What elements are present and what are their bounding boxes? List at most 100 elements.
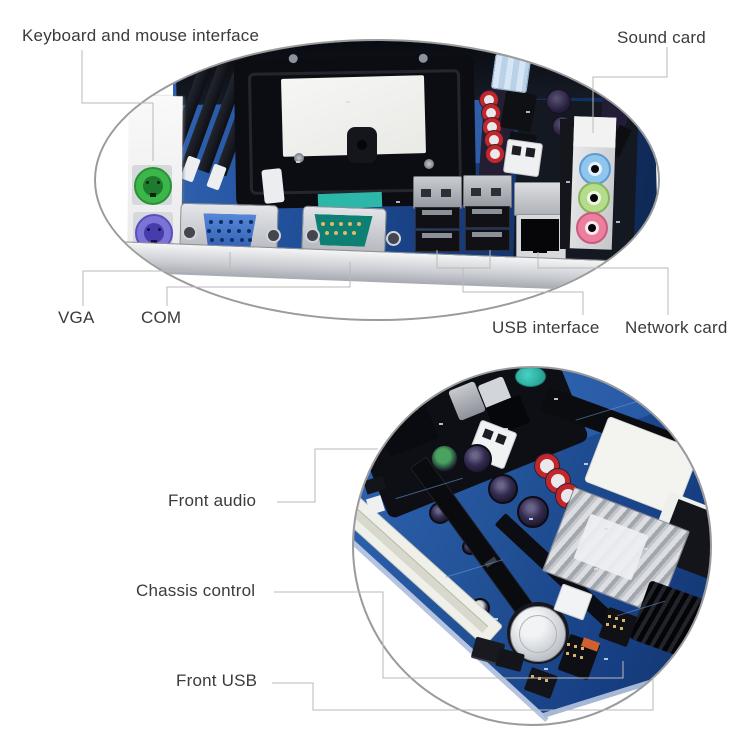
vga-pin-hole xyxy=(240,238,244,242)
silkscreen-speck xyxy=(529,518,533,520)
header-pin xyxy=(608,615,611,618)
ethernet-opening xyxy=(521,219,559,251)
usb-tongue xyxy=(422,210,452,215)
capacitor xyxy=(462,444,492,474)
silkscreen-speck xyxy=(584,463,588,465)
vga-pin-hole xyxy=(237,229,241,233)
com-screw xyxy=(305,228,320,243)
ethernet-port-top xyxy=(514,182,568,216)
audio-line-out-jack xyxy=(578,182,610,214)
connector-hole xyxy=(525,147,536,158)
capacitor xyxy=(517,496,549,528)
knob-hole xyxy=(357,140,367,150)
usb-tongue xyxy=(422,233,452,238)
header-pin xyxy=(606,623,609,626)
ethernet-clip-slot xyxy=(533,247,547,253)
com-pin xyxy=(334,231,338,235)
screw xyxy=(418,53,428,63)
header-pin xyxy=(622,619,625,622)
com-pin xyxy=(325,231,329,235)
silkscreen-speck xyxy=(604,658,608,660)
mosfet xyxy=(499,89,538,133)
socket-lever-knob xyxy=(347,127,377,163)
capacitor xyxy=(488,474,518,504)
label-front-audio: Front audio xyxy=(168,491,257,510)
capacitor-green-top xyxy=(431,445,458,472)
vga-pin-hole xyxy=(227,229,231,233)
label-keyboard-mouse: Keyboard and mouse interface xyxy=(22,26,260,45)
label-com: COM xyxy=(141,308,182,327)
vga-pin-hole xyxy=(207,229,211,233)
com-pin xyxy=(321,222,325,226)
screw xyxy=(294,153,304,163)
vga-pin-hole xyxy=(217,229,221,233)
header-pin xyxy=(566,652,569,655)
ethernet-port xyxy=(516,214,566,260)
white-latch xyxy=(261,168,285,204)
label-network-card: Network card xyxy=(625,318,728,337)
capacitor-teal xyxy=(515,368,546,387)
usb-tongue xyxy=(472,209,502,214)
silkscreen-speck xyxy=(346,101,350,103)
header-pin xyxy=(613,625,616,628)
connector-hole xyxy=(495,433,507,445)
silkscreen-speck xyxy=(439,423,443,425)
header-pin xyxy=(538,677,541,680)
header-pin xyxy=(580,656,583,659)
vga-pin-hole xyxy=(249,220,253,224)
vga-pin-hole xyxy=(219,220,223,224)
audio-line-in-jack xyxy=(579,153,611,185)
vga-screw xyxy=(182,225,197,240)
audio-block-top xyxy=(573,116,617,148)
usb-port xyxy=(465,206,510,228)
silkscreen-speck xyxy=(494,618,498,620)
silkscreen-speck xyxy=(644,548,648,550)
vga-pin-hole xyxy=(209,220,213,224)
screw xyxy=(424,159,434,169)
usb-port xyxy=(415,207,460,229)
vga-pin-hole xyxy=(220,238,224,242)
vga-pin-hole xyxy=(229,220,233,224)
usb-port xyxy=(465,229,510,251)
vga-pin-hole xyxy=(247,229,251,233)
header-pin xyxy=(615,617,618,620)
connector-hole xyxy=(511,145,522,156)
com-pin xyxy=(348,222,352,226)
header-pin xyxy=(567,643,570,646)
com-screw xyxy=(386,231,401,246)
vga-pin-hole xyxy=(210,238,214,242)
header-pin xyxy=(545,679,548,682)
com-pin xyxy=(339,222,343,226)
label-front-usb: Front USB xyxy=(176,671,258,690)
label-vga: VGA xyxy=(58,308,95,327)
red-top-capacitor xyxy=(486,144,504,163)
capacitor xyxy=(546,89,571,114)
silkscreen-speck xyxy=(504,428,508,430)
com-pin xyxy=(352,231,356,235)
fan-connector xyxy=(490,53,532,94)
silkscreen-speck xyxy=(554,398,558,400)
label-chassis-control: Chassis control xyxy=(136,581,256,600)
board-detail-magnifier xyxy=(352,366,712,726)
header-pin xyxy=(581,647,584,650)
connector-hole xyxy=(482,428,494,440)
silkscreen-speck xyxy=(616,221,620,223)
usb-port xyxy=(415,230,460,252)
audio-mic-jack xyxy=(576,212,608,244)
ps2-pinhole xyxy=(157,181,160,184)
header-pin xyxy=(573,654,576,657)
ps2-pinhole xyxy=(158,228,161,231)
io-panel-magnifier xyxy=(94,39,660,321)
silkscreen-speck xyxy=(594,568,598,570)
usb-stack-top xyxy=(413,176,462,209)
jack-hole xyxy=(591,165,599,173)
background-white-corner xyxy=(131,41,173,100)
silkscreen-speck xyxy=(396,201,400,203)
vent xyxy=(471,188,481,196)
vga-pin-hole xyxy=(230,238,234,242)
com-pin xyxy=(330,222,334,226)
vga-pin-hole xyxy=(239,220,243,224)
usb-stack-top xyxy=(463,175,512,208)
vent xyxy=(491,188,501,196)
usb-tongue xyxy=(472,232,502,237)
